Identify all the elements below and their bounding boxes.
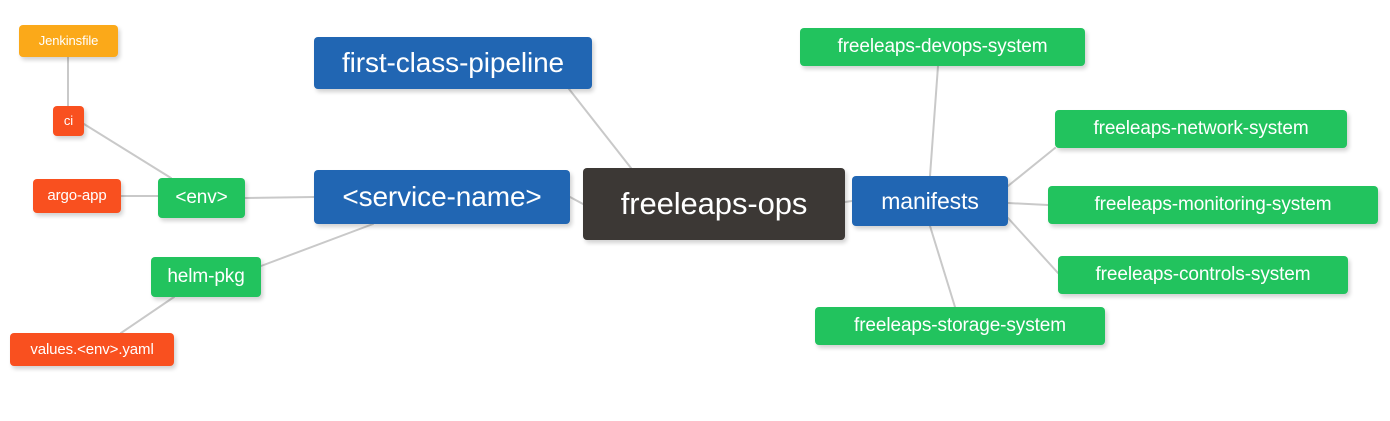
mindmap-node-label: freeleaps-monitoring-system [1094,194,1332,216]
mindmap-node-freeleaps-monitoring-system[interactable]: freeleaps-monitoring-system [1048,186,1378,224]
mindmap-node-argo-app[interactable]: argo-app [33,179,121,213]
edge-service-name-to-helm-pkg [260,223,374,267]
mindmap-node-label: <env> [175,187,228,209]
edge-freeleaps-ops-to-service-name [569,196,584,205]
mindmap-node-freeleaps-storage-system[interactable]: freeleaps-storage-system [815,307,1105,345]
mindmap-node-first-class-pipeline[interactable]: first-class-pipeline [314,37,592,89]
mindmap-node-values-env-yaml[interactable]: values.<env>.yaml [10,333,174,366]
mindmap-node-label: Jenkinsfile [38,33,99,49]
mindmap-node-label: manifests [881,187,979,214]
edge-helm-pkg-to-values-env-yaml [120,296,175,334]
mindmap-node-helm-pkg[interactable]: helm-pkg [151,257,261,297]
mindmap-node-label: <service-name> [342,181,542,213]
mindmap-node-label: argo-app [47,187,107,205]
mindmap-node-label: ci [63,113,74,129]
mindmap-node-label: freeleaps-storage-system [854,315,1066,337]
mindmap-node-env[interactable]: <env> [158,178,245,218]
edge-manifests-to-freeleaps-network-system [1007,147,1056,187]
edge-manifests-to-freeleaps-controls-system [1007,217,1059,274]
mindmap-node-manifests[interactable]: manifests [852,176,1008,226]
mindmap-node-service-name[interactable]: <service-name> [314,170,570,224]
mindmap-node-label: values.<env>.yaml [30,340,154,358]
mindmap-node-freeleaps-network-system[interactable]: freeleaps-network-system [1055,110,1347,148]
mindmap-node-label: freeleaps-ops [620,185,808,221]
mindmap-node-jenkinsfile[interactable]: Jenkinsfile [19,25,118,57]
mindmap-node-freeleaps-ops[interactable]: freeleaps-ops [583,168,845,240]
edge-manifests-to-freeleaps-devops-system [929,65,939,177]
edge-service-name-to-env [244,196,315,199]
edge-freeleaps-ops-to-first-class-pipeline [568,88,632,169]
mindmap-node-freeleaps-devops-system[interactable]: freeleaps-devops-system [800,28,1085,66]
mindmap-node-label: helm-pkg [167,266,245,288]
mindmap-node-label: freeleaps-devops-system [837,36,1048,58]
mindmap-node-label: first-class-pipeline [341,47,565,79]
edge-manifests-to-freeleaps-storage-system [929,225,956,308]
edge-env-to-ci [83,123,172,179]
mindmap-node-label: freeleaps-controls-system [1095,264,1311,286]
mindmap-node-freeleaps-controls-system[interactable]: freeleaps-controls-system [1058,256,1348,294]
edge-manifests-to-freeleaps-monitoring-system [1007,202,1049,206]
mindmap-node-ci[interactable]: ci [53,106,84,136]
edge-freeleaps-ops-to-manifests [844,200,853,203]
mindmap-node-label: freeleaps-network-system [1093,118,1309,140]
